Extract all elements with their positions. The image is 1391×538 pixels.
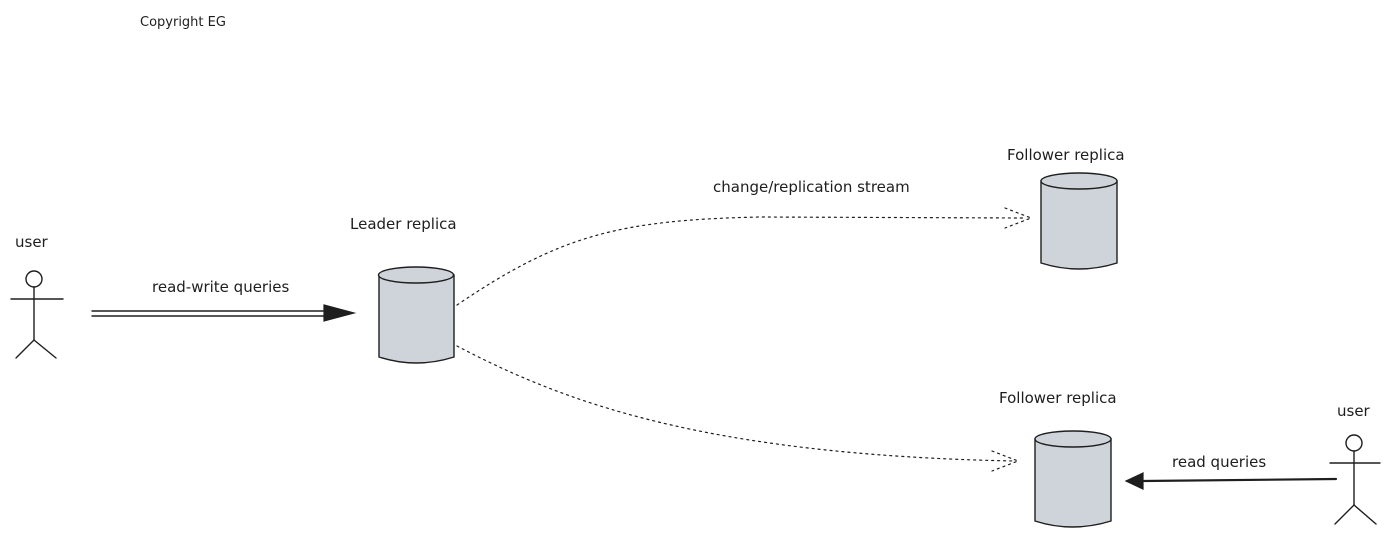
- follower-top-label: Follower replica: [1007, 146, 1125, 164]
- read-write-edge: read-write queries: [91, 278, 357, 322]
- follower-bottom-node[interactable]: Follower replica: [999, 389, 1117, 528]
- read-edge: read queries: [1124, 453, 1338, 490]
- leader-label: Leader replica: [350, 215, 457, 233]
- follower-top-database-icon: [1040, 172, 1118, 270]
- leader-database-icon: [377, 266, 455, 364]
- replication-edge-bottom: [456, 345, 1020, 472]
- follower-bottom-database-icon: [1034, 430, 1112, 528]
- left-user-node[interactable]: user: [10, 233, 64, 359]
- left-user-icon: [10, 270, 64, 359]
- right-user-icon: [1329, 434, 1381, 525]
- right-user-node[interactable]: user: [1329, 402, 1381, 525]
- right-user-label: user: [1337, 402, 1371, 420]
- replication-label: change/replication stream: [713, 178, 910, 196]
- left-user-label: user: [15, 233, 49, 251]
- read-arrowhead: [1124, 472, 1144, 490]
- leader-node[interactable]: Leader replica: [350, 215, 457, 364]
- follower-bottom-label: Follower replica: [999, 389, 1117, 407]
- read-write-label: read-write queries: [152, 278, 289, 296]
- read-write-arrowhead: [323, 304, 357, 322]
- read-label: read queries: [1172, 453, 1266, 471]
- follower-top-node[interactable]: Follower replica: [1007, 146, 1125, 270]
- replication-edge-top: change/replication stream: [456, 178, 1033, 306]
- copyright-text: Copyright EG: [140, 15, 226, 30]
